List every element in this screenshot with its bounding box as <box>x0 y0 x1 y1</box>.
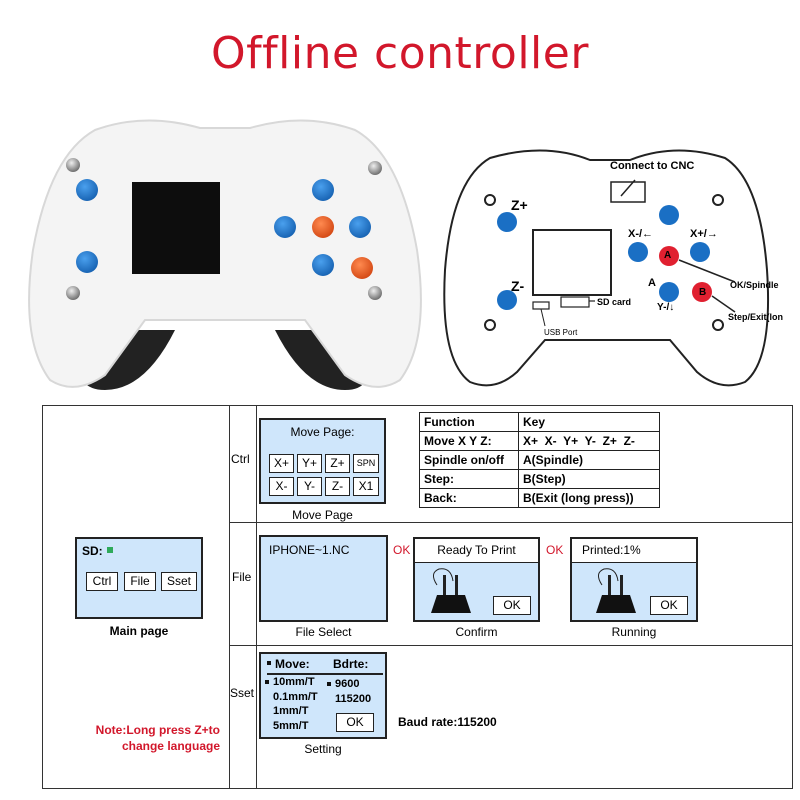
main-page-caption: Main page <box>109 624 169 638</box>
confirm-lcd: Ready To Print OK <box>413 537 540 622</box>
table-header-cell: Key <box>518 412 660 432</box>
sd-card-label: SD card <box>597 297 632 307</box>
zminus-label: Z- <box>511 278 525 294</box>
file-select-lcd: IPHONE~1.NC <box>259 535 388 622</box>
table-cell: X+ X- Y+ Y- Z+ Z- <box>518 431 660 451</box>
ok-arrow-label-2: OK <box>546 543 564 557</box>
table-row: Spindle on/off A(Spindle) <box>419 450 660 470</box>
running-header: Printed:1% <box>572 539 696 563</box>
xplus-label: X+/→ <box>690 228 718 240</box>
row-label-sset: Sset <box>230 686 255 700</box>
confirm-ok-button[interactable]: OK <box>493 596 531 615</box>
running-ok-button[interactable]: OK <box>650 596 688 615</box>
main-sset-button[interactable]: Sset <box>161 572 197 591</box>
move-label: Move: <box>275 657 310 671</box>
a-side-label: A <box>648 277 656 289</box>
table-cell: B(Exit (long press)) <box>518 488 660 508</box>
note-line-1: Note:Long press Z+to <box>95 723 220 737</box>
move-page-header: Move Page: <box>290 425 355 439</box>
table-header-row: Function Key <box>419 412 660 432</box>
key-step-x1[interactable]: X1 <box>353 477 379 496</box>
setting-ok-button[interactable]: OK <box>336 713 374 732</box>
row-label-file: File <box>232 570 252 584</box>
sd-status-indicator <box>107 547 113 553</box>
controller-photo <box>28 119 422 390</box>
y-label: Y-/↓ <box>657 302 675 313</box>
file-select-caption: File Select <box>295 625 352 639</box>
table-row: Back: B(Exit (long press)) <box>419 488 660 508</box>
key-x-plus[interactable]: X+ <box>269 454 294 473</box>
baud-option[interactable]: 115200 <box>335 693 372 705</box>
bdrte-label: Bdrte: <box>333 657 369 671</box>
table-header-cell: Function <box>419 412 519 432</box>
setting-lcd: Move: Bdrte: 10mm/T 0.1mm/T 1mm/T 5mm/T … <box>259 652 387 739</box>
step-exit-label: Step/Exit(lon <box>728 312 784 322</box>
xminus-label: X-/← <box>628 228 654 240</box>
table-cell: Step: <box>419 469 519 489</box>
key-x-minus[interactable]: X- <box>269 477 294 496</box>
baud-rate-note: Baud rate:115200 <box>398 715 497 729</box>
running-lcd: Printed:1% OK <box>570 537 698 622</box>
photo-button-zplus <box>76 179 98 201</box>
language-note: Note:Long press Z+to change language <box>60 722 220 754</box>
filename[interactable]: IPHONE~1.NC <box>269 543 350 557</box>
move-option[interactable]: 0.1mm/T <box>273 691 318 703</box>
baud-option[interactable]: 9600 <box>335 678 360 690</box>
function-key-table: Function Key Move X Y Z: X+ X- Y+ Y- Z+ … <box>419 412 660 508</box>
move-page-caption: Move Page <box>292 508 353 522</box>
photo-button-zminus <box>76 251 98 273</box>
confirm-caption: Confirm <box>455 625 498 639</box>
print-machine-icon <box>596 568 636 613</box>
key-spindle[interactable]: SPN <box>353 454 379 473</box>
move-option[interactable]: 10mm/T <box>273 676 315 688</box>
sd-label: SD: <box>82 544 103 558</box>
main-page-lcd: SD: Ctrl File Sset <box>75 537 203 619</box>
main-file-button[interactable]: File <box>124 572 156 591</box>
table-row: Step: B(Step) <box>419 469 660 489</box>
table-cell: B(Step) <box>518 469 660 489</box>
key-z-plus[interactable]: Z+ <box>325 454 350 473</box>
print-machine-icon <box>431 568 471 613</box>
controller-diagram <box>443 149 770 387</box>
key-z-minus[interactable]: Z- <box>325 477 350 496</box>
zplus-label: Z+ <box>511 197 528 213</box>
page-title: Offline controller <box>211 28 589 79</box>
table-cell: A(Spindle) <box>518 450 660 470</box>
setting-caption: Setting <box>304 742 342 756</box>
a-button-letter: A <box>664 250 672 261</box>
key-y-plus[interactable]: Y+ <box>297 454 322 473</box>
ok-arrow-label-1: OK <box>393 543 411 557</box>
move-option[interactable]: 1mm/T <box>273 705 309 717</box>
table-cell: Back: <box>419 488 519 508</box>
main-ctrl-button[interactable]: Ctrl <box>86 572 118 591</box>
usb-port-label: USB Port <box>544 328 578 337</box>
table-cell: Spindle on/off <box>419 450 519 470</box>
table-cell: Move X Y Z: <box>419 431 519 451</box>
running-caption: Running <box>611 625 657 639</box>
connect-label: Connect to CNC <box>610 160 695 172</box>
menu-table <box>42 405 793 789</box>
move-page-lcd: Move Page: X+ Y+ Z+ SPN X- Y- Z- X1 <box>259 418 386 504</box>
b-button-letter: B <box>699 287 707 298</box>
move-option[interactable]: 5mm/T <box>273 720 309 732</box>
key-y-minus[interactable]: Y- <box>297 477 322 496</box>
confirm-header: Ready To Print <box>415 539 538 563</box>
row-label-ctrl: Ctrl <box>231 452 250 466</box>
table-row: Move X Y Z: X+ X- Y+ Y- Z+ Z- <box>419 431 660 451</box>
note-line-2: change language <box>121 739 220 753</box>
ok-spindle-label: OK/Spindle <box>730 280 779 290</box>
device-screen <box>132 182 220 274</box>
